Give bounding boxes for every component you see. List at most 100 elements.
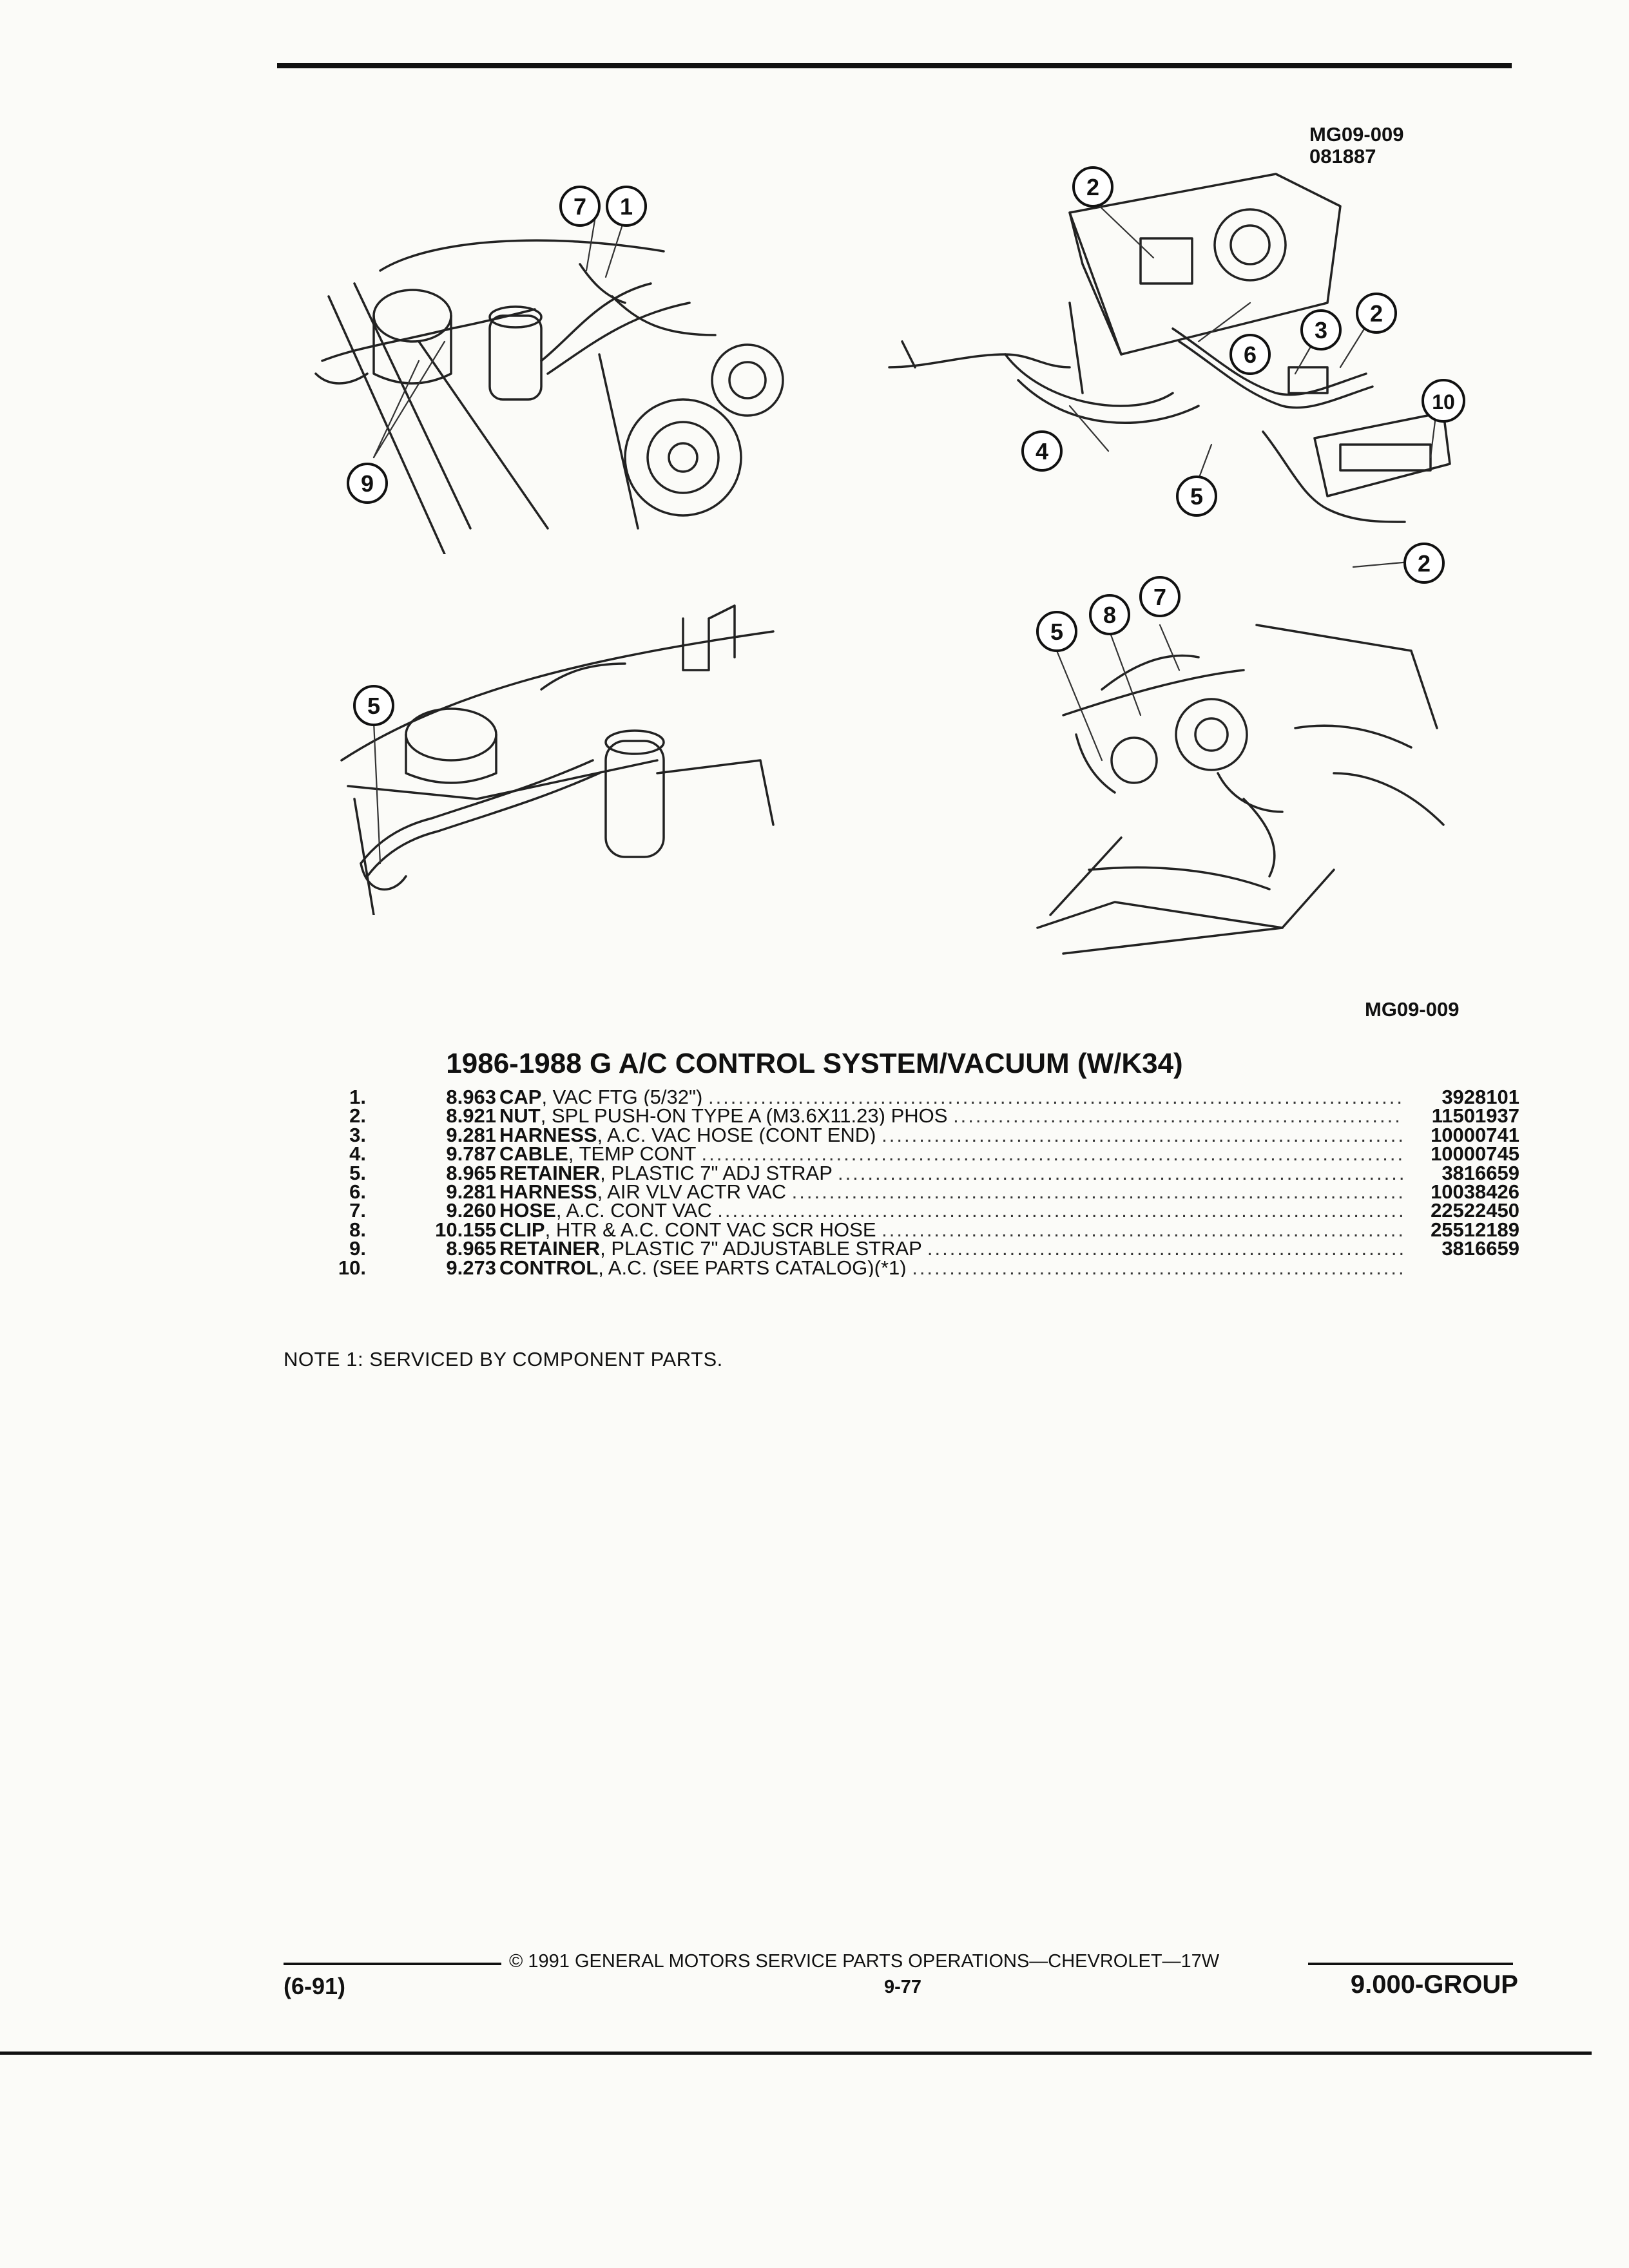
svg-text:3: 3 <box>1315 317 1327 343</box>
part-detail: , HTR & A.C. CONT VAC SCR HOSE <box>545 1220 876 1240</box>
part-name: CAP <box>499 1088 542 1107</box>
part-detail: , PLASTIC 7" ADJ STRAP <box>600 1163 833 1182</box>
part-catalog-number: 3816659 <box>1441 1237 1519 1260</box>
callout-7: 7 <box>559 186 601 227</box>
callout-9: 9 <box>347 463 388 504</box>
part-name: CABLE <box>499 1144 568 1164</box>
part-group-code: 9.281 <box>446 1180 496 1203</box>
part-description: CLIP, HTR & A.C. CONT VAC SCR HOSE .....… <box>499 1220 1403 1239</box>
part-catalog-number: 10000741 <box>1431 1123 1519 1146</box>
parts-list-title: 1986-1988 G A/C CONTROL SYSTEM/VACUUM (W… <box>446 1048 1183 1079</box>
part-catalog-number: 25512189 <box>1431 1218 1519 1241</box>
part-detail: , A.C. CONT VAC <box>555 1201 712 1220</box>
part-name: HARNESS <box>499 1125 597 1145</box>
part-detail: , VAC FTG (5/32") <box>541 1088 703 1107</box>
engine-lower-left-linework <box>340 604 775 915</box>
svg-text:9: 9 <box>361 470 374 497</box>
figure-code-top: MG09-009 081887 <box>1309 124 1403 168</box>
part-number-index: 3. <box>349 1123 366 1146</box>
footer-date-code: (6-91) <box>284 1973 346 1999</box>
part-catalog-number: 22522450 <box>1431 1199 1519 1222</box>
part-number-index: 8. <box>349 1218 366 1241</box>
part-number-index: 1. <box>349 1086 366 1108</box>
part-detail: , AIR VLV ACTR VAC <box>597 1182 787 1202</box>
figure-code-line1: MG09-009 <box>1309 123 1404 146</box>
part-catalog-number: 10038426 <box>1431 1180 1519 1203</box>
svg-text:8: 8 <box>1103 602 1116 628</box>
callout-5: 5 <box>1176 476 1217 517</box>
svg-text:7: 7 <box>1153 584 1166 610</box>
part-catalog-number: 10000745 <box>1431 1142 1519 1166</box>
part-detail: , A.C. VAC HOSE (CONT END) <box>597 1125 876 1145</box>
part-catalog-number: 3928101 <box>1441 1086 1519 1108</box>
part-description: CAP, VAC FTG (5/32") ...................… <box>499 1088 1403 1106</box>
footer-copyright: © 1991 GENERAL MOTORS SERVICE PARTS OPER… <box>509 1951 1220 1972</box>
part-description: RETAINER, PLASTIC 7" ADJ STRAP .........… <box>499 1164 1403 1182</box>
part-detail: , TEMP CONT <box>568 1144 696 1164</box>
bottom-rule <box>0 2052 1592 2055</box>
leader-dots: ........................................… <box>717 1201 1403 1220</box>
dash-harness-linework <box>888 173 1451 523</box>
part-detail: , PLASTIC 7" ADJUSTABLE STRAP <box>600 1239 922 1258</box>
part-number-index: 6. <box>349 1180 366 1203</box>
leader-dots: ........................................… <box>791 1182 1403 1202</box>
footer-group: 9.000-GROUP <box>1350 1970 1518 1999</box>
callout-7-lower-right: 7 <box>1139 576 1181 617</box>
part-description: CABLE, TEMP CONT .......................… <box>499 1144 1403 1163</box>
engine-left-view-illustration: 7 1 9 <box>314 186 784 554</box>
part-group-code: 10.155 <box>435 1218 496 1241</box>
part-name: HARNESS <box>499 1182 597 1202</box>
part-description: HARNESS, A.C. VAC HOSE (CONT END) ......… <box>499 1126 1403 1144</box>
callout-6: 6 <box>1229 334 1271 375</box>
part-name: RETAINER <box>499 1163 601 1182</box>
part-name: CONTROL <box>499 1258 599 1277</box>
part-catalog-number: 3816659 <box>1441 1161 1519 1184</box>
callout-3: 3 <box>1300 309 1342 351</box>
footer-page-number: 9-77 <box>884 1977 922 1997</box>
leader-dots: ........................................… <box>912 1258 1403 1277</box>
callout-4: 4 <box>1021 430 1063 472</box>
figure-code-bottom: MG09-009 <box>1365 998 1460 1021</box>
engine-left-leaders <box>372 211 628 459</box>
part-name: CLIP <box>499 1220 545 1240</box>
part-description: NUT, SPL PUSH-ON TYPE A (M3.6X11.23) PHO… <box>499 1106 1403 1125</box>
footer-rule-right <box>1308 1963 1513 1965</box>
svg-text:6: 6 <box>1244 341 1257 368</box>
part-detail: , A.C. (SEE PARTS CATALOG)(*1) <box>598 1258 907 1277</box>
part-name: RETAINER <box>499 1239 601 1258</box>
leader-dots: ........................................… <box>927 1239 1403 1258</box>
svg-text:2: 2 <box>1086 174 1099 200</box>
part-group-code: 9.787 <box>446 1142 496 1166</box>
part-number-index: 7. <box>349 1199 366 1222</box>
callout-1: 1 <box>606 186 647 227</box>
part-number-index: 10. <box>338 1256 366 1279</box>
part-group-code: 8.965 <box>446 1161 496 1184</box>
part-catalog-number: 11501937 <box>1431 1104 1519 1128</box>
engine-left-linework <box>314 239 784 554</box>
part-group-code: 8.921 <box>446 1104 496 1128</box>
leader-dots: ........................................… <box>953 1106 1403 1126</box>
part-group-code: 9.281 <box>446 1123 496 1146</box>
part-name: HOSE <box>499 1201 556 1220</box>
engine-lower-right-leaders <box>1055 624 1181 762</box>
part-description: HARNESS, AIR VLV ACTR VAC ..............… <box>499 1182 1403 1201</box>
leader-dots: ........................................… <box>701 1144 1403 1164</box>
callout-5-lower-right: 5 <box>1036 611 1077 652</box>
svg-text:5: 5 <box>1050 619 1063 645</box>
callout-2-bottom: 2 <box>1403 543 1445 584</box>
leader-dots: ........................................… <box>708 1088 1403 1107</box>
callout-2-right: 2 <box>1356 293 1397 334</box>
callout-2-top: 2 <box>1072 166 1113 207</box>
part-detail: , SPL PUSH-ON TYPE A (M3.6X11.23) PHOS <box>540 1106 948 1126</box>
footer-rule-left <box>284 1963 501 1965</box>
part-description: CONTROL, A.C. (SEE PARTS CATALOG)(*1) ..… <box>499 1258 1403 1277</box>
svg-text:5: 5 <box>1190 483 1203 510</box>
